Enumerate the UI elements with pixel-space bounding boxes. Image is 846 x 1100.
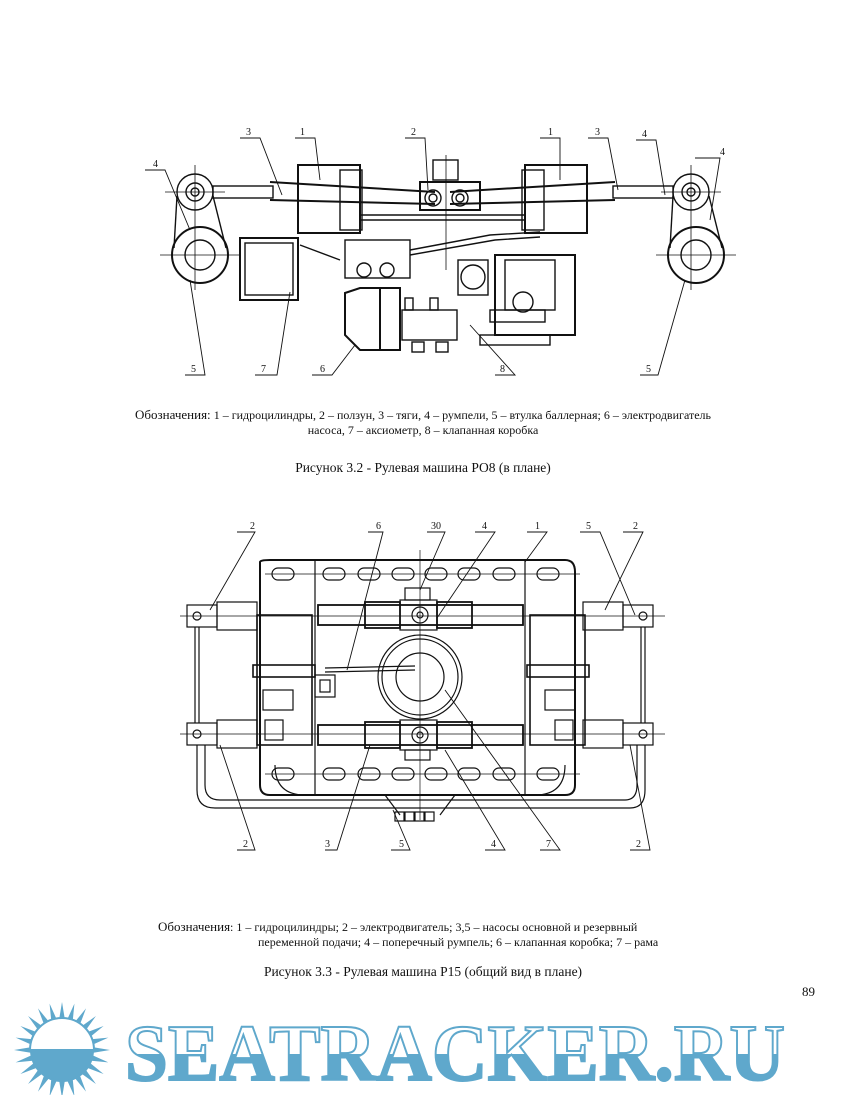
sun-ray (90, 1054, 109, 1063)
callout-5: 5 (586, 521, 591, 532)
sun-ray (15, 1054, 34, 1063)
figure-1-drawing: 4 3 1 2 1 3 4 4 5 7 6 8 5 (140, 120, 740, 380)
bottom-ram (317, 719, 524, 761)
sun-ray (66, 1078, 75, 1097)
callout-1: 1 (300, 127, 305, 138)
watermark-lettering: SEATRACKER.RU (125, 1010, 785, 1095)
callout-7: 7 (546, 839, 551, 850)
left-tiller-assembly (160, 165, 240, 290)
pump-fittings (394, 811, 435, 822)
left-hydrocylinder (297, 164, 361, 234)
callout-6: 6 (376, 521, 381, 532)
legend-line-2: насоса, 7 – аксиометр, 8 – клапанная кор… (307, 423, 539, 437)
rudder-stock (377, 550, 463, 820)
figure-1-leaders (145, 137, 721, 376)
watermark-text: SEATRACKER.RU (124, 1009, 786, 1099)
callout-5: 5 (399, 839, 404, 850)
figure-1-legend: Обозначения: 1 – гидроцилиндры, 2 – полз… (0, 407, 846, 438)
sun-ray (20, 1062, 38, 1074)
left-motor-block (252, 614, 316, 746)
right-motor-block (526, 614, 590, 746)
figure-2-caption: Рисунок 3.3 - Рулевая машина Р15 (общий … (263, 964, 583, 979)
valve-box (401, 309, 458, 341)
right-tiller-assembly (656, 165, 736, 290)
top-ram (317, 587, 524, 631)
page-number: 89 (800, 984, 817, 1000)
axiometer (239, 237, 299, 301)
callout-4: 4 (491, 839, 496, 850)
sun-ray (28, 1068, 44, 1084)
callout-3: 3 (246, 127, 251, 138)
callout-2: 2 (633, 521, 638, 532)
callout-4: 4 (153, 159, 158, 170)
callout-3: 3 (325, 839, 330, 850)
callout-7: 7 (261, 364, 266, 375)
callout-2: 2 (411, 127, 416, 138)
valve-box (314, 674, 336, 698)
callout-4: 4 (482, 521, 487, 532)
sun-ray (49, 1003, 58, 1022)
callout-2: 2 (636, 839, 641, 850)
figure-1-caption: Рисунок 3.2 - Рулевая машина РО8 (в план… (295, 460, 551, 475)
right-hydrocylinder (524, 164, 588, 234)
callout-5: 5 (191, 364, 196, 375)
callout-4: 4 (642, 129, 647, 140)
figure-2-drawing: 2 6 30 4 1 5 2 2 3 5 4 7 2 (175, 520, 675, 870)
sun-ray (86, 1062, 104, 1074)
left-cylinders (186, 601, 258, 749)
legend-lead: Обозначения (158, 919, 231, 934)
callout-8: 8 (500, 364, 505, 375)
callout-1: 1 (535, 521, 540, 532)
sun-ray (38, 1074, 50, 1092)
callout-2: 2 (250, 521, 255, 532)
watermark-logo: SEATRACKER.RU (0, 1000, 846, 1099)
sun-ray (91, 1047, 110, 1053)
sun-ray (74, 1074, 86, 1092)
callout-6: 6 (320, 364, 325, 375)
electric-motor (344, 287, 401, 351)
right-cylinders (582, 601, 654, 749)
sun-ray (90, 1037, 109, 1046)
legend-line-1: : 1 – гидроцилиндры; 2 – электродвигател… (230, 920, 638, 934)
callout-2: 2 (243, 839, 248, 850)
figure-2-leaders (209, 531, 651, 851)
callout-3: 3 (595, 127, 600, 138)
sun-ray (15, 1037, 34, 1046)
sun-ray (66, 1003, 75, 1022)
callout-1: 1 (548, 127, 553, 138)
callout-30: 30 (431, 521, 441, 532)
callout-4: 4 (720, 147, 725, 158)
sun-ray (14, 1047, 33, 1053)
sun-ray (59, 1002, 65, 1021)
sun-ray (80, 1068, 96, 1084)
sun-ray (59, 1079, 65, 1098)
legend-line-2: переменной подачи; 4 – поперечный румпел… (258, 935, 659, 949)
slider-assembly (419, 155, 481, 270)
legend-line-1: 1 – гидроцилиндры, 2 – ползун, 3 – тяги,… (213, 408, 711, 422)
figure-2-legend: Обозначения: 1 – гидроцилиндры; 2 – элек… (158, 919, 758, 950)
sun-ray (49, 1078, 58, 1097)
legend-lead: Обозначения: (135, 407, 211, 422)
callout-5: 5 (646, 364, 651, 375)
